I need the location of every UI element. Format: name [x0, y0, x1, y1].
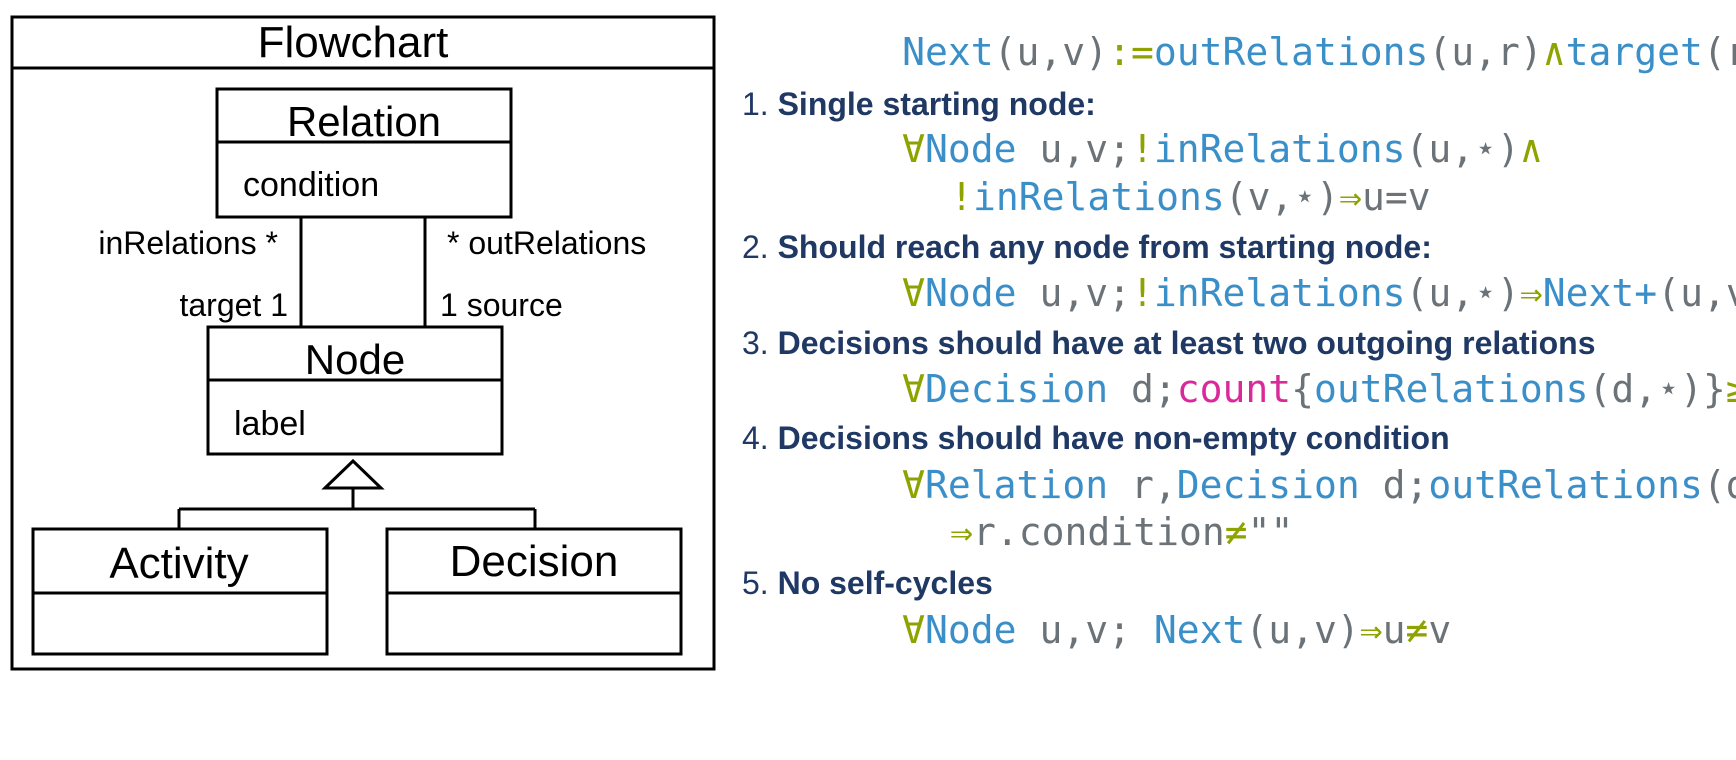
rule-4-formula-line-1: ∀Relation r,Decision d;outRelations(d,r) [742, 463, 1736, 507]
and-operator: ∧ [1543, 30, 1566, 74]
forall-symbol: ∀ [902, 271, 925, 315]
implies-operator: ⇒ [1520, 271, 1543, 315]
neq-operator: ≠ [1225, 510, 1248, 554]
equality: u=v [1362, 175, 1431, 219]
package-frame [10, 15, 716, 671]
relation-class-box [215, 87, 513, 219]
in-relations-function: inRelations [973, 175, 1225, 219]
relation-class-name: Relation [287, 98, 441, 145]
vars: u,v; [1017, 271, 1131, 315]
rule-1-number: 1. [742, 86, 769, 122]
next-definition: Next(u,v):=outRelations(u,r)∧target(r,v) [742, 30, 1736, 74]
var-u: u [1383, 608, 1406, 652]
condition-field: r.condition [973, 510, 1225, 554]
rule-4-formula-line-2: ⇒r.condition≠"" [790, 510, 1408, 554]
in-relations-function: inRelations [1154, 271, 1406, 315]
in-relations-function: inRelations [1154, 127, 1406, 171]
gte-operator: ≥ [1726, 367, 1736, 411]
args: (u,v) [1657, 271, 1736, 315]
implies-operator: ⇒ [950, 510, 973, 554]
target-function: target [1566, 30, 1703, 74]
out-relations-args: (u,r) [1428, 30, 1542, 74]
args: (u,⋆) [1406, 127, 1520, 171]
type-node: Node [925, 271, 1017, 315]
args: (u,v) [1245, 608, 1359, 652]
rule-5-formula: ∀Node u,v; Next(u,v)⇒u≠v [742, 608, 1566, 652]
rule-4-heading: 4. Decisions should have non-empty condi… [742, 420, 1450, 456]
package-title: Flowchart [258, 18, 449, 67]
activity-class-name: Activity [109, 539, 248, 588]
rule-4-number: 4. [742, 420, 769, 456]
rule-1-formula-line-2: !inRelations(v,⋆)⇒u=v [790, 175, 1545, 219]
type-decision: Decision [1177, 463, 1360, 507]
rule-2-number: 2. [742, 229, 769, 265]
rule-5-heading: 5. No self-cycles [742, 565, 993, 601]
vars: d; [1108, 367, 1177, 411]
generalization-arrowhead [321, 458, 385, 490]
args: (d,⋆)} [1589, 367, 1726, 411]
forall-symbol: ∀ [902, 367, 925, 411]
count-function: count [1177, 367, 1291, 411]
args: (v,⋆) [1225, 175, 1339, 219]
not-operator: ! [1131, 271, 1154, 315]
rule-3-number: 3. [742, 325, 769, 361]
out-relations-function: outRelations [1314, 367, 1589, 411]
rule-4-title: Decisions should have non-empty conditio… [778, 420, 1450, 456]
type-node: Node [925, 127, 1017, 171]
node-attribute-label: label [234, 405, 306, 443]
not-operator: ! [1131, 127, 1154, 171]
type-decision: Decision [925, 367, 1108, 411]
in-relations-label: inRelations * [98, 225, 278, 261]
rule-3-formula: ∀Decision d;count{outRelations(d,⋆)}≥2 [742, 367, 1736, 411]
rule-3-heading: 3. Decisions should have at least two ou… [742, 325, 1595, 361]
var-v: v [1428, 608, 1451, 652]
source-label: 1 source [440, 287, 563, 323]
next-function: Next [1154, 608, 1246, 652]
constraint-formulas: Next(u,v):=outRelations(u,r)∧target(r,v)… [742, 30, 1736, 652]
out-relations-function: outRelations [1428, 463, 1703, 507]
uml-labels: Flowchart Relation condition inRelations… [98, 18, 646, 588]
rule-1-heading: 1. Single starting node: [742, 86, 1096, 122]
rule-3-title: Decisions should have at least two outgo… [778, 325, 1596, 361]
forall-symbol: ∀ [902, 463, 925, 507]
target-label: target 1 [179, 287, 288, 323]
forall-symbol: ∀ [902, 127, 925, 171]
target-args: (r,v) [1703, 30, 1736, 74]
relation-attribute-condition: condition [243, 166, 379, 204]
rule-2-title: Should reach any node from starting node… [778, 229, 1432, 265]
node-class-name: Node [305, 336, 405, 383]
and-operator: ∧ [1520, 127, 1543, 171]
next-args: (u,v) [994, 30, 1108, 74]
neq-operator: ≠ [1406, 608, 1429, 652]
type-relation: Relation [925, 463, 1108, 507]
not-operator: ! [950, 175, 973, 219]
vars: u,v; [1017, 127, 1131, 171]
rule-1-title: Single starting node: [778, 86, 1096, 122]
rule-2-heading: 2. Should reach any node from starting n… [742, 229, 1432, 265]
empty-string: "" [1248, 510, 1294, 554]
vars: r, [1108, 463, 1177, 507]
next-function: Next [902, 30, 994, 74]
forall-symbol: ∀ [902, 608, 925, 652]
args: (u,⋆) [1406, 271, 1520, 315]
rule-5-number: 5. [742, 565, 769, 601]
define-operator: := [1108, 30, 1154, 74]
decision-class-name: Decision [450, 537, 619, 586]
rule-5-title: No self-cycles [778, 565, 993, 601]
implies-operator: ⇒ [1339, 175, 1362, 219]
rule-2-formula: ∀Node u,v;!inRelations(u,⋆)⇒Next+(u,v) [742, 271, 1736, 315]
vars: d; [1360, 463, 1429, 507]
node-class-box [206, 325, 504, 456]
open-brace: { [1291, 367, 1314, 411]
uml-class-diagram [10, 15, 716, 671]
implies-operator: ⇒ [1360, 608, 1383, 652]
args: (d,r) [1703, 463, 1736, 507]
next-plus-function: Next+ [1543, 271, 1657, 315]
type-node: Node [925, 608, 1017, 652]
vars: u,v; [1017, 608, 1154, 652]
rule-1-formula-line-1: ∀Node u,v;!inRelations(u,⋆)∧ [742, 127, 1657, 171]
out-relations-label: * outRelations [447, 225, 646, 261]
out-relations-function: outRelations [1154, 30, 1429, 74]
